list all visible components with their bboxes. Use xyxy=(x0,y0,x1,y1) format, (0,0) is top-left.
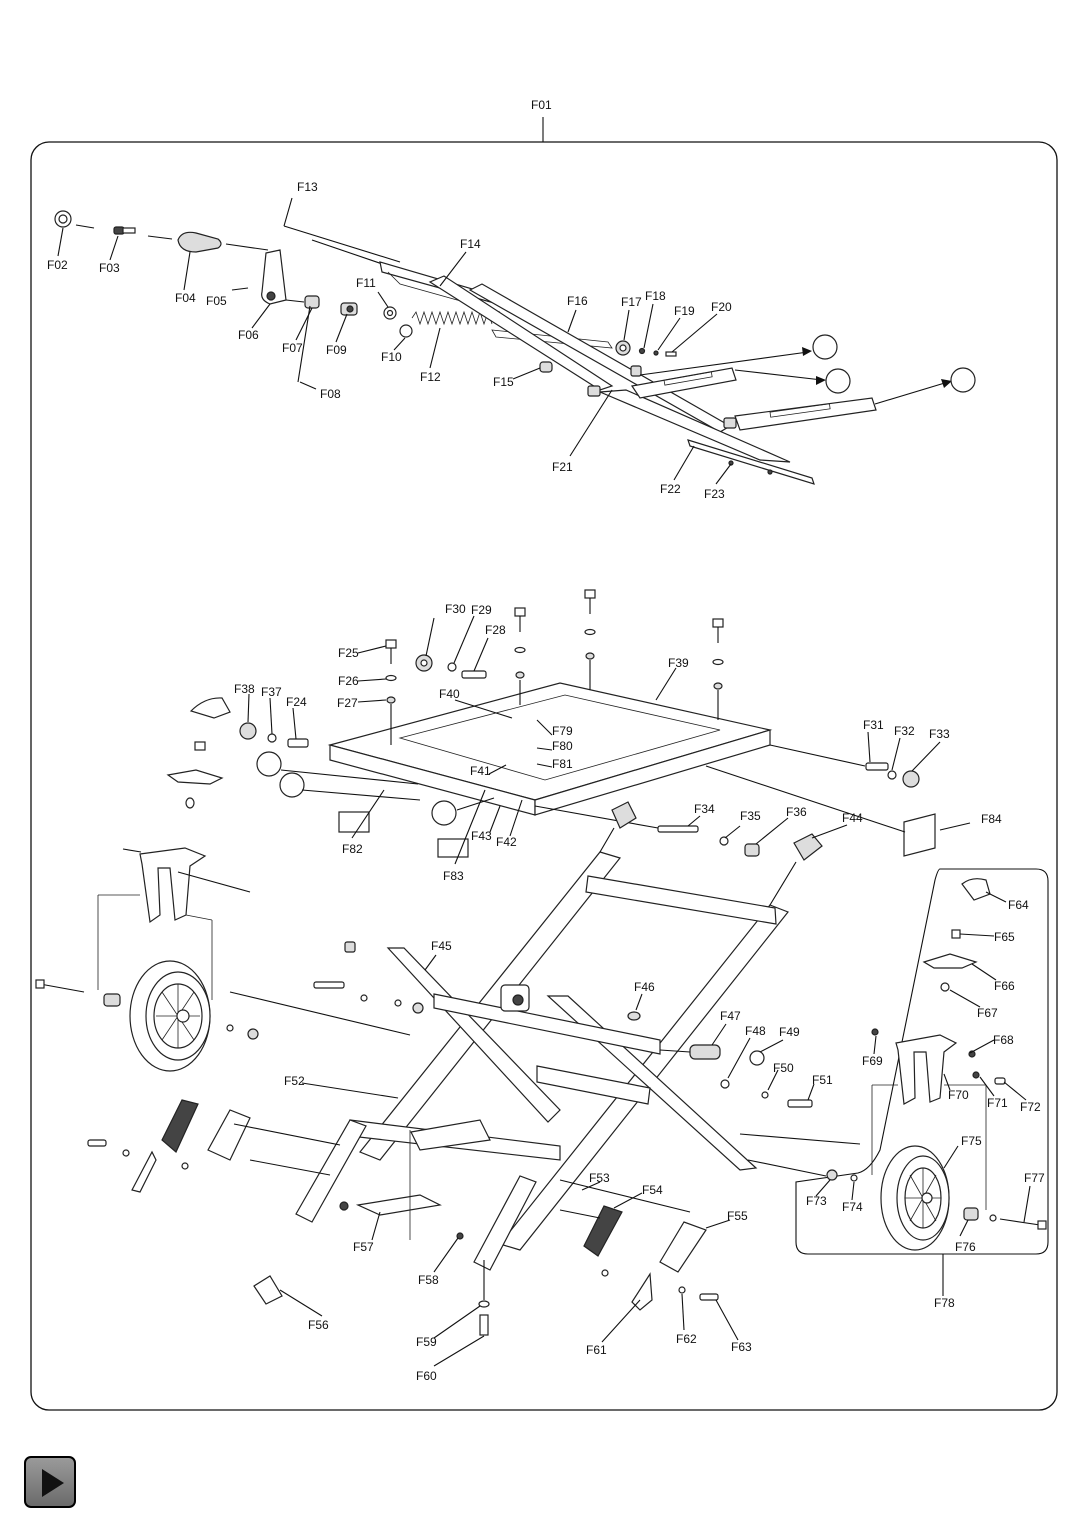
label-f07: F07 xyxy=(282,341,303,355)
label-f28: F28 xyxy=(485,623,506,637)
label-f52: F52 xyxy=(284,1074,305,1088)
label-f81: F81 xyxy=(552,757,573,771)
label-f44: F44 xyxy=(842,811,863,825)
label-f01: F01 xyxy=(531,98,552,112)
label-f77: F77 xyxy=(1024,1171,1045,1185)
label-f45: F45 xyxy=(431,939,452,953)
label-f06: F06 xyxy=(238,328,259,342)
label-f33: F33 xyxy=(929,727,950,741)
label-f75: F75 xyxy=(961,1134,982,1148)
label-f02: F02 xyxy=(47,258,68,272)
label-f36: F36 xyxy=(786,805,807,819)
label-f20: F20 xyxy=(711,300,732,314)
label-f14: F14 xyxy=(460,237,481,251)
label-f08: F08 xyxy=(320,387,341,401)
label-f17: F17 xyxy=(621,295,642,309)
play-icon xyxy=(42,1469,64,1497)
label-f72: F72 xyxy=(1020,1100,1041,1114)
label-f18: F18 xyxy=(645,289,666,303)
label-f23: F23 xyxy=(704,487,725,501)
label-f40: F40 xyxy=(439,687,460,701)
lower-part-labels: F24 F25 F26 F27 F28 F29 F30 F31 F32 F33 … xyxy=(234,602,1002,1383)
label-f56: F56 xyxy=(308,1318,329,1332)
label-f66: F66 xyxy=(994,979,1015,993)
lower-stand-drawing xyxy=(35,589,1049,1367)
assembly-frame xyxy=(30,141,1058,1411)
label-f31: F31 xyxy=(863,718,884,732)
label-f04: F04 xyxy=(175,291,196,305)
label-f37: F37 xyxy=(261,685,282,699)
wheel-kit-outline xyxy=(795,868,1049,1255)
label-f53: F53 xyxy=(589,1171,610,1185)
label-f59: F59 xyxy=(416,1335,437,1349)
label-f70: F70 xyxy=(948,1088,969,1102)
label-f84: F84 xyxy=(981,812,1002,826)
upper-linkage-drawing xyxy=(54,197,976,485)
label-f83: F83 xyxy=(443,869,464,883)
label-f74: F74 xyxy=(842,1200,863,1214)
label-f13: F13 xyxy=(297,180,318,194)
label-f11: F11 xyxy=(356,276,376,290)
label-f50: F50 xyxy=(773,1061,794,1075)
label-f68: F68 xyxy=(993,1033,1014,1047)
label-f49: F49 xyxy=(779,1025,800,1039)
label-f12: F12 xyxy=(420,370,441,384)
label-f80: F80 xyxy=(552,739,573,753)
label-f61: F61 xyxy=(586,1343,607,1357)
label-f64: F64 xyxy=(1008,898,1029,912)
upper-part-labels: F01 F02 F03 F04 F05 F06 F07 F08 F09 F10 … xyxy=(47,98,732,501)
wheel-kit-labels: F64 F65 F66 F67 F68 F69 F70 F71 F72 F73 … xyxy=(806,898,1045,1310)
label-f19: F19 xyxy=(674,304,695,318)
label-f27: F27 xyxy=(337,696,358,710)
label-f58: F58 xyxy=(418,1273,439,1287)
label-f73: F73 xyxy=(806,1194,827,1208)
label-f62: F62 xyxy=(676,1332,697,1346)
label-f65: F65 xyxy=(994,930,1015,944)
label-f67: F67 xyxy=(977,1006,998,1020)
label-f41: F41 xyxy=(470,764,491,778)
label-f54: F54 xyxy=(642,1183,663,1197)
label-f42: F42 xyxy=(496,835,517,849)
label-f26: F26 xyxy=(338,674,359,688)
label-f71: F71 xyxy=(987,1096,1008,1110)
label-f15: F15 xyxy=(493,375,514,389)
label-f57: F57 xyxy=(353,1240,374,1254)
label-f46: F46 xyxy=(634,980,655,994)
label-f09: F09 xyxy=(326,343,347,357)
label-f69: F69 xyxy=(862,1054,883,1068)
label-f35: F35 xyxy=(740,809,761,823)
label-f82: F82 xyxy=(342,842,363,856)
label-f24: F24 xyxy=(286,695,307,709)
play-button[interactable] xyxy=(24,1456,76,1508)
label-f60: F60 xyxy=(416,1369,437,1383)
label-f34: F34 xyxy=(694,802,715,816)
label-f48: F48 xyxy=(745,1024,766,1038)
label-f29: F29 xyxy=(471,603,492,617)
label-f78: F78 xyxy=(934,1296,955,1310)
label-f43: F43 xyxy=(471,829,492,843)
label-f21: F21 xyxy=(552,460,573,474)
label-f55: F55 xyxy=(727,1209,748,1223)
label-f16: F16 xyxy=(567,294,588,308)
label-f47: F47 xyxy=(720,1009,741,1023)
label-f76: F76 xyxy=(955,1240,976,1254)
label-f03: F03 xyxy=(99,261,120,275)
label-f30: F30 xyxy=(445,602,466,616)
spring xyxy=(411,310,493,326)
label-f63: F63 xyxy=(731,1340,752,1354)
label-f79: F79 xyxy=(552,724,573,738)
label-f25: F25 xyxy=(338,646,359,660)
label-f10: F10 xyxy=(381,350,402,364)
label-f22: F22 xyxy=(660,482,681,496)
label-f38: F38 xyxy=(234,682,255,696)
label-f51: F51 xyxy=(812,1073,833,1087)
label-f39: F39 xyxy=(668,656,689,670)
label-f32: F32 xyxy=(894,724,915,738)
label-f05: F05 xyxy=(206,294,227,308)
